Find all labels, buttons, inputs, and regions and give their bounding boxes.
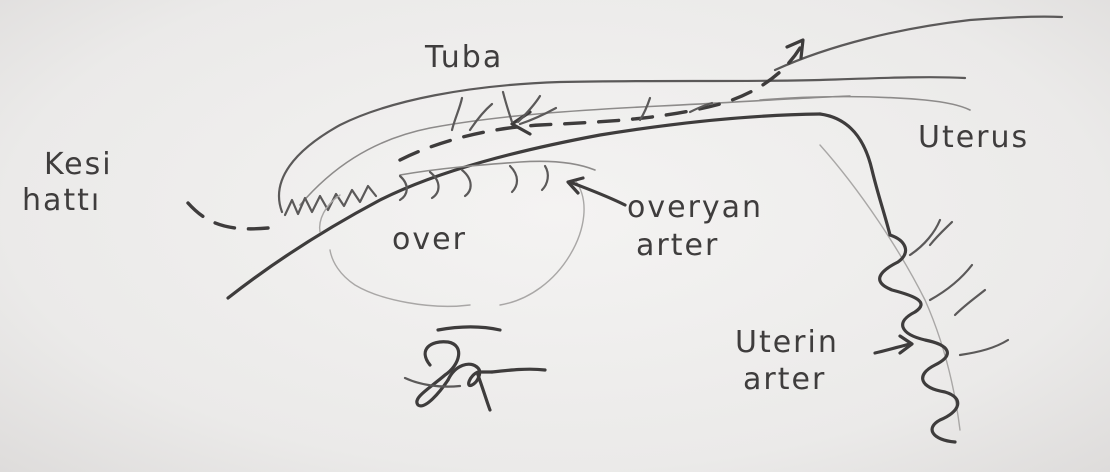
- vessel-branch-1: [452, 98, 462, 130]
- incision-line-label-2: hattı: [22, 183, 101, 218]
- ovary-vessel-5: [542, 166, 548, 190]
- signature: [405, 327, 545, 410]
- uterine-artery-label-2: arter: [743, 362, 826, 397]
- incision-dashed-line: [188, 203, 268, 229]
- uterine-artery-label-1: Uterin: [735, 325, 839, 360]
- ovarian-artery-label-1: overyan: [627, 190, 763, 225]
- ovary-vessel-3: [462, 170, 471, 196]
- tuba-label: Tuba: [425, 40, 503, 75]
- tube-right-faint: [760, 97, 970, 110]
- incision-line-label-1: Kesi: [44, 147, 113, 182]
- uterine-artery-branch-3: [930, 265, 972, 300]
- ovary-top-contour: [400, 161, 595, 175]
- uterine-artery-wave: [880, 235, 958, 442]
- ovary-label: over: [392, 222, 467, 257]
- uterus-contour: [820, 114, 890, 235]
- ovarian-artery-label-2: arter: [636, 228, 719, 263]
- tube-upper-right-branch: [775, 17, 1062, 70]
- ovary-outline-bottom: [330, 250, 470, 306]
- ovary-outline-right: [500, 180, 584, 305]
- uterus-label: Uterus: [918, 120, 1029, 155]
- uterine-artery-branch-5: [960, 340, 1008, 355]
- vessel-branch-2: [470, 104, 492, 130]
- ovary-vessel-4: [510, 166, 517, 192]
- uterine-artery-branch-4: [955, 290, 985, 315]
